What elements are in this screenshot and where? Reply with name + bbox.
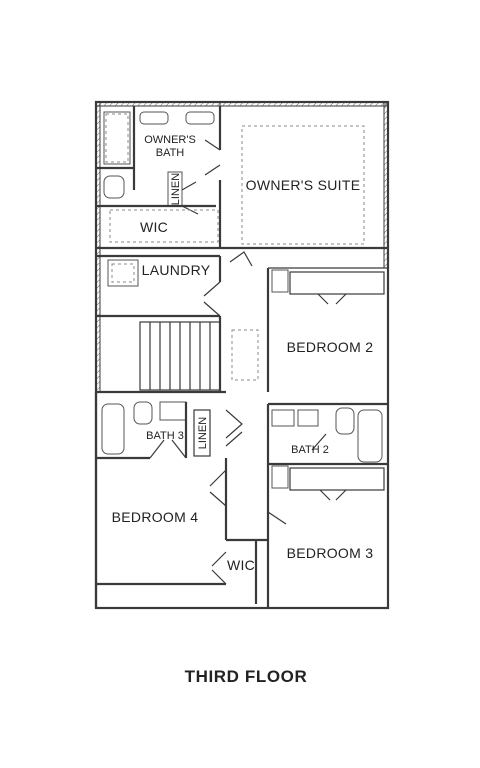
wic-top-label: WIC [140, 219, 168, 235]
floor-title: THIRD FLOOR [185, 667, 308, 686]
hall-doors [209, 458, 228, 540]
owners-bath-area [96, 106, 222, 215]
owners-suite-area [218, 125, 388, 269]
owners-bath-label-line1: OWNER'S [144, 134, 196, 146]
bedroom-2-area [266, 268, 388, 406]
bedroom-4-area [96, 538, 268, 609]
bedroom-4-label: BEDROOM 4 [112, 509, 199, 525]
bath-2-area [268, 407, 388, 466]
owners-suite-label: OWNER'S SUITE [246, 177, 361, 193]
linen-top-label: LINEN [170, 173, 182, 205]
laundry-area [96, 251, 253, 318]
bedroom-3-area [266, 404, 385, 608]
bath-3-area [96, 401, 243, 460]
stairs [96, 316, 259, 394]
wic-top-area [96, 209, 220, 250]
bedroom-2-label: BEDROOM 2 [287, 339, 374, 355]
bedroom-3-label: BEDROOM 3 [287, 545, 374, 561]
wic-bottom-label: WIC [227, 557, 255, 573]
owners-bath-label-line2: BATH [156, 147, 185, 159]
bath-2-label: BATH 2 [291, 444, 329, 456]
linen-mid-label: LINEN [197, 417, 209, 449]
laundry-label: LAUNDRY [142, 262, 211, 278]
bath-3-label: BATH 3 [146, 430, 184, 442]
